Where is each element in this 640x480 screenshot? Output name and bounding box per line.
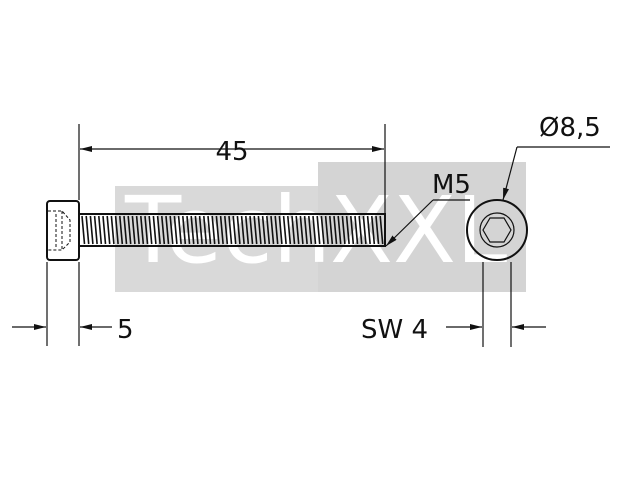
thread-line	[203, 215, 208, 245]
thread-line	[81, 215, 86, 245]
thread-line	[102, 215, 107, 245]
thread-line	[177, 215, 182, 245]
socket-size-label: SW 4	[361, 315, 428, 345]
screw-head	[46, 200, 80, 261]
thread-line	[165, 215, 170, 245]
socket-circle	[479, 212, 515, 248]
thread-line	[140, 215, 145, 245]
thread-line	[106, 215, 111, 245]
thread-pattern	[81, 215, 384, 245]
thread-line	[93, 215, 98, 245]
thread-line	[190, 215, 195, 245]
thread-line	[194, 215, 199, 245]
thread-line	[173, 215, 178, 245]
thread-line	[274, 215, 279, 245]
thread-line	[333, 215, 338, 245]
thread-line	[312, 215, 317, 245]
thread-line	[299, 215, 304, 245]
thread-line	[329, 215, 334, 245]
head-diameter-callout: Ø8,5	[502, 113, 610, 201]
thread-line	[371, 215, 376, 245]
watermark: Tech XXL	[115, 162, 526, 292]
thread-line	[354, 215, 359, 245]
thread-line	[198, 215, 203, 245]
thread-line	[287, 215, 292, 245]
thread-line	[161, 215, 166, 245]
head-height-label: 5	[117, 315, 134, 345]
thread-line	[182, 215, 187, 245]
thread-line	[135, 215, 140, 245]
thread-line	[224, 215, 229, 245]
thread-line	[366, 215, 371, 245]
thread-line	[350, 215, 355, 245]
thread-line	[249, 215, 254, 245]
thread-line	[282, 215, 287, 245]
thread-line	[215, 215, 220, 245]
thread-line	[240, 215, 245, 245]
thread-line	[324, 215, 329, 245]
hex-socket	[482, 217, 512, 243]
thread-line	[114, 215, 119, 245]
thread-line	[110, 215, 115, 245]
thread-line	[232, 215, 237, 245]
thread-line	[291, 215, 296, 245]
thread-line	[127, 215, 132, 245]
thread-line	[98, 215, 103, 245]
thread-line	[152, 215, 157, 245]
thread-line	[295, 215, 300, 245]
thread-line	[186, 215, 191, 245]
head-diameter-label: Ø8,5	[539, 113, 601, 143]
thread-line	[89, 215, 94, 245]
thread-line	[316, 215, 321, 245]
watermark-text-right: XXL	[330, 177, 507, 284]
thread-line	[131, 215, 136, 245]
thread-line	[211, 215, 216, 245]
thread-line	[169, 215, 174, 245]
thread-line	[266, 215, 271, 245]
thread-line	[207, 215, 212, 245]
thread-line	[270, 215, 275, 245]
thread-line	[261, 215, 266, 245]
screw-side-view	[46, 200, 386, 261]
thread-line	[156, 215, 161, 245]
thread-line	[85, 215, 90, 245]
thread-line	[228, 215, 233, 245]
thread-line	[320, 215, 325, 245]
thread-line	[257, 215, 262, 245]
thread-line	[362, 215, 367, 245]
length-label: 45	[215, 137, 248, 167]
socket-hidden-lines	[48, 210, 71, 251]
head-outer-circle	[466, 199, 528, 261]
thread-line	[375, 215, 380, 245]
thread-line	[148, 215, 153, 245]
watermark-box	[318, 162, 526, 292]
socket-size-dimension: SW 4	[361, 262, 546, 347]
screw-shank	[78, 213, 386, 247]
thread-line	[337, 215, 342, 245]
thread-callout: M5	[385, 170, 471, 247]
thread-line	[358, 215, 363, 245]
thread-line	[341, 215, 346, 245]
thread-line	[245, 215, 250, 245]
screw-end-view	[466, 199, 528, 261]
thread-line	[278, 215, 283, 245]
thread-line	[219, 215, 224, 245]
thread-line	[345, 215, 350, 245]
thread-line	[379, 215, 384, 245]
thread-line	[119, 215, 124, 245]
thread-label: M5	[432, 170, 471, 200]
thread-line	[144, 215, 149, 245]
thread-line	[123, 215, 128, 245]
thread-line	[236, 215, 241, 245]
thread-line	[303, 215, 308, 245]
length-dimension: 45	[78, 124, 386, 214]
thread-line	[308, 215, 313, 245]
head-height-dimension: 5	[12, 262, 134, 346]
thread-line	[253, 215, 258, 245]
